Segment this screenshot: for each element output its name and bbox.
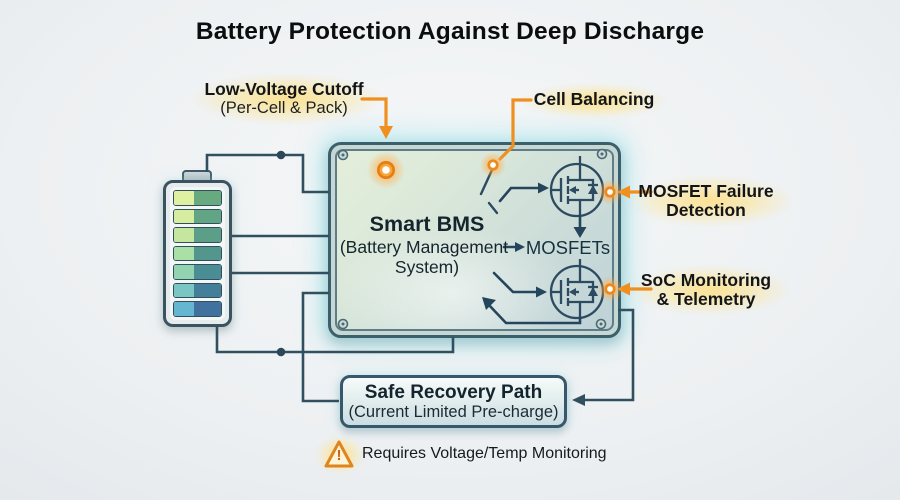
warning-text: Requires Voltage/Temp Monitoring (362, 445, 607, 462)
connector-low-voltage-cutoff (360, 97, 388, 129)
callout-mosfet-failure: MOSFET Failure Detection (638, 181, 774, 220)
junction-dot-top (276, 150, 286, 160)
warning-exclamation: ! (336, 447, 342, 464)
battery-cell (173, 208, 222, 225)
battery-cell (173, 301, 222, 318)
bms-title: Smart BMS (369, 212, 485, 236)
battery-cell (173, 190, 222, 206)
battery-icon (163, 180, 232, 327)
bms-subtitle-line1: (Battery Management (339, 237, 509, 257)
arrowhead-low-voltage-cutoff (379, 126, 393, 139)
mosfets-label: MOSFETs (525, 237, 611, 258)
recovery-path-box: Safe Recovery Path (Current Limited Pre-… (340, 375, 567, 428)
battery-cells (170, 187, 225, 320)
callout-low-voltage-cutoff: Low-Voltage Cutoff (Per-Cell & Pack) (204, 79, 364, 118)
recovery-title: Safe Recovery Path (364, 382, 543, 403)
battery-cell (173, 282, 222, 299)
battery-cell (173, 264, 222, 280)
recovery-subtitle: (Current Limited Pre-charge) (348, 403, 559, 421)
callout-soc-monitoring: SoC Monitoring & Telemetry (640, 270, 772, 309)
battery-cell (173, 245, 222, 262)
page-title: Battery Protection Against Deep Discharg… (195, 18, 705, 45)
callout-cell-balancing: Cell Balancing (533, 89, 655, 109)
bms-subtitle-line2: System) (394, 257, 460, 277)
arrowhead-into-recovery (572, 394, 585, 406)
junction-dot-bottom (276, 347, 286, 357)
battery-cell (173, 227, 222, 243)
